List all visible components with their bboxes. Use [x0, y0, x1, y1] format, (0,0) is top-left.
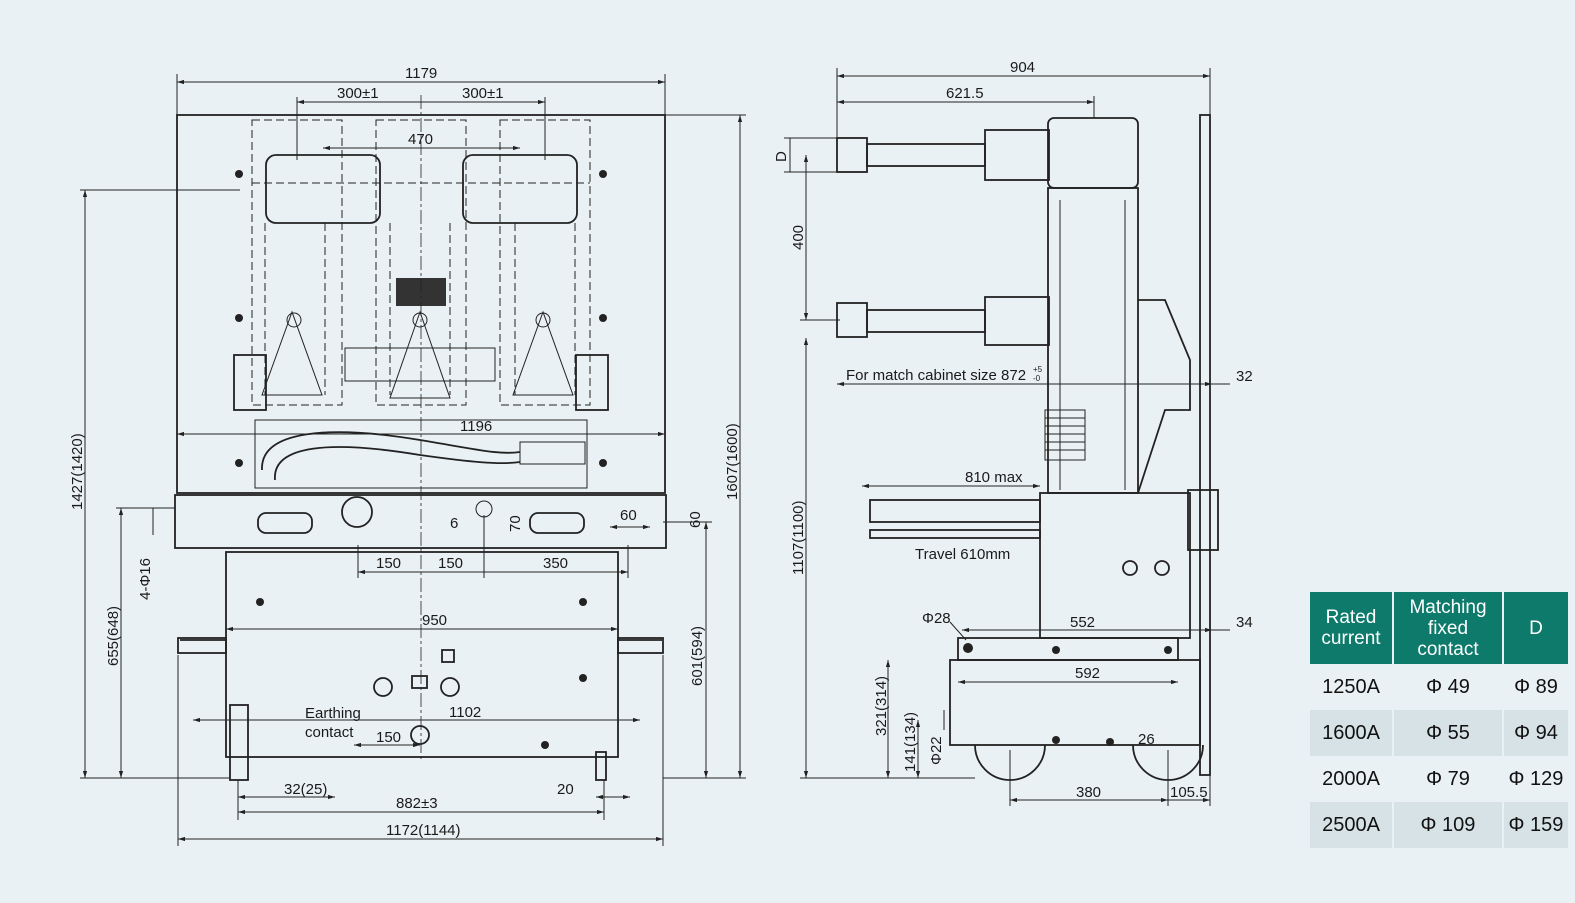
dim-950: 950 [422, 612, 447, 629]
cell-d: Φ 159 [1503, 802, 1568, 848]
dim-1172: 1172(1144) [386, 822, 461, 839]
dim-1102: 1102 [449, 704, 481, 721]
side-view [836, 114, 1219, 781]
cell-contact: Φ 49 [1393, 664, 1504, 710]
cell-current: 2500A [1310, 802, 1394, 848]
dim-380: 380 [1076, 784, 1101, 801]
dim-601: 601(594) [689, 626, 706, 686]
dim-350: 350 [543, 555, 568, 572]
dim-552: 552 [1070, 614, 1095, 631]
cabinet-tol-down: -0 [1033, 374, 1041, 383]
header-rated-current: Rated current [1310, 592, 1394, 664]
earthing-label-1: Earthing [305, 705, 361, 722]
travel-label: Travel 610mm [915, 546, 1010, 563]
cabinet-tol-up: +5 [1033, 365, 1043, 374]
cell-d: Φ 89 [1503, 664, 1568, 710]
dim-20: 20 [557, 781, 574, 798]
dim-6: 6 [450, 515, 458, 532]
dim-470: 470 [408, 131, 433, 148]
table-row: 2000A Φ 79 Φ 129 [1310, 756, 1568, 802]
dim-70: 70 [507, 515, 524, 532]
dim-150b: 150 [438, 555, 463, 572]
dim-60b: 60 [687, 511, 704, 528]
cabinet-note: For match cabinet size 872 [846, 367, 1026, 384]
dim-400: 400 [790, 225, 807, 250]
dim-1607: 1607(1600) [724, 423, 741, 500]
cell-d: Φ 94 [1503, 710, 1568, 756]
dim-60a: 60 [620, 507, 637, 524]
dim-882: 882±3 [396, 795, 438, 812]
dim-34: 34 [1236, 614, 1253, 631]
front-view-dimensions: 1179 300±1 300±1 470 1196 6 60 60 70 150… [69, 65, 746, 846]
dim-phi22: Φ22 [928, 736, 945, 765]
cell-current: 1250A [1310, 664, 1394, 710]
dim-105: 105.5 [1170, 784, 1208, 801]
dim-26: 26 [1138, 731, 1155, 748]
cell-contact: Φ 79 [1393, 756, 1504, 802]
dim-810: 810 max [965, 469, 1023, 486]
dim-1427: 1427(1420) [69, 433, 86, 510]
dim-1107: 1107(1100) [790, 500, 807, 575]
dim-32: 32 [1236, 368, 1253, 385]
dim-655: 655(648) [105, 606, 122, 666]
side-view-dimensions: 904 621.5 D 400 For match cabinet size 8… [773, 59, 1253, 806]
cell-current: 2000A [1310, 756, 1394, 802]
dim-300-left: 300±1 [337, 85, 379, 102]
cell-contact: Φ 109 [1393, 802, 1504, 848]
dim-150a: 150 [376, 555, 401, 572]
label-d: D [773, 151, 790, 162]
front-view [174, 95, 667, 781]
dim-300-right: 300±1 [462, 85, 504, 102]
dim-592: 592 [1075, 665, 1100, 682]
dim-32-25: 32(25) [284, 781, 327, 798]
dim-phi28: Φ28 [922, 610, 951, 627]
dim-904: 904 [1010, 59, 1035, 76]
cell-d: Φ 129 [1503, 756, 1568, 802]
table-row: 1250A Φ 49 Φ 89 [1310, 664, 1568, 710]
earthing-label-2: contact [305, 724, 354, 741]
dim-holes: 4-Φ16 [137, 558, 154, 600]
rated-current-table: Rated current Matching fixed contact D 1… [1310, 592, 1568, 848]
dim-1196: 1196 [460, 418, 492, 435]
table-row: 1600A Φ 55 Φ 94 [1310, 710, 1568, 756]
cell-current: 1600A [1310, 710, 1394, 756]
table-row: 2500A Φ 109 Φ 159 [1310, 802, 1568, 848]
dim-321: 321(314) [873, 676, 890, 736]
dim-150-earth: 150 [376, 729, 401, 746]
dim-621: 621.5 [946, 85, 984, 102]
dim-1179: 1179 [405, 65, 437, 82]
header-d: D [1503, 592, 1568, 664]
dim-141: 141(134) [902, 712, 919, 772]
header-matching-contact: Matching fixed contact [1393, 592, 1504, 664]
cell-contact: Φ 55 [1393, 710, 1504, 756]
